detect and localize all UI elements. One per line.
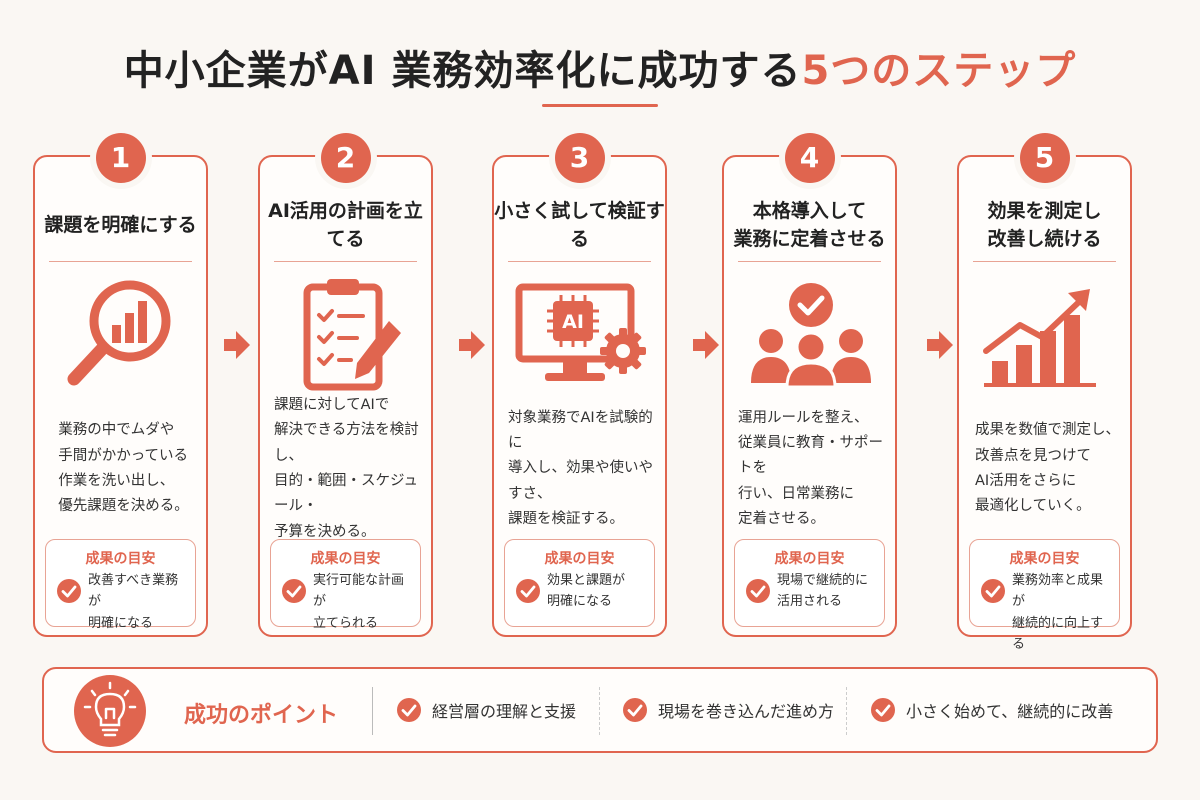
check-circle-icon [516, 579, 540, 603]
step-title-1: 課題を明確にする [44, 214, 197, 237]
step-description-4: 運用ルールを整え、 従業員に教育・サポートを 行い、日常業務に 定着させる。 [738, 409, 883, 528]
step-title-4: 本格導入して 業務に定着させる [733, 200, 886, 250]
success-point-text-2: 現場を巻き込んだ進め方 [658, 702, 835, 721]
step-description-5: 成果を数値で測定し、 改善点を見つけて AI活用をさらに 最適化していく。 [975, 422, 1120, 515]
page-title-accent: 5つのステップ [801, 48, 1077, 94]
step-card-4: 4 本格導入して 業務に定着させる 運用ルールを整え、 従業員に教育・サポートを… [722, 133, 897, 637]
step-number-3: 3 [554, 133, 605, 183]
check-circle-icon [282, 579, 306, 603]
step-description-3: 対象業務でAIを試験的に 導入し、効果や使いやすさ、 課題を検証する。 [508, 409, 653, 528]
title-underline [542, 104, 658, 107]
arrow-right-icon [927, 331, 953, 359]
step-title-5: 効果を測定し 改善し続ける [987, 200, 1102, 250]
check-circle-icon [397, 698, 421, 722]
success-point-3: 小さく始めて、継続的に改善 [870, 697, 1113, 723]
result-label-2: 成果の目安 [310, 551, 381, 567]
result-text-1: 改善すべき業務が 明確になる [88, 573, 179, 631]
success-points-label: 成功のポイント [184, 703, 339, 728]
result-label-5: 成果の目安 [1009, 551, 1080, 567]
result-text-5: 業務効率と成果が 継続的に向上する [1012, 573, 1104, 653]
lightbulb-icon [83, 681, 137, 737]
separator [599, 687, 601, 735]
step-description-1: 業務の中でムダや 手間がかかっている 作業を洗い出し、 優先課題を決める。 [58, 422, 189, 515]
success-point-2: 現場を巻き込んだ進め方 [622, 697, 834, 723]
monitor-ai-label: AI [562, 311, 584, 333]
result-label-1: 成果の目安 [85, 551, 156, 567]
step-description-2: 課題に対してAIで 解決できる方法を検討し、 目的・範囲・スケジュール・ 予算を… [274, 396, 419, 540]
step-card-3: 3 小さく試して検証する AI 対象業務でAIを試験的に 導入し、効果や使いやす… [492, 133, 667, 637]
success-points-panel: 成功のポイント 経営層の理解と支援 現場を巻き込んだ進め方 小さく始めて、継続的… [42, 667, 1158, 753]
step-card-2: 2 AI活用の計画を立てる 課題に対してAIで 解決できる方法を検討し、 目的・… [258, 133, 433, 637]
check-circle-icon [623, 698, 647, 722]
result-label-3: 成果の目安 [544, 551, 615, 567]
check-circle-icon [871, 698, 895, 722]
success-point-1: 経営層の理解と支援 [396, 697, 576, 723]
arrow-right-icon [459, 331, 485, 359]
arrow-right-icon [224, 331, 250, 359]
separator [846, 687, 848, 735]
growth-chart-icon [983, 289, 1096, 387]
magnifier-chart-icon [67, 280, 171, 386]
step-number-5: 5 [1019, 133, 1070, 183]
result-text-2: 実行可能な計画が 立てられる [313, 573, 405, 631]
step-divider [49, 261, 192, 262]
success-point-text-3: 小さく始めて、継続的に改善 [906, 702, 1114, 721]
step-divider [973, 261, 1116, 262]
result-box-3: 成果の目安 効果と課題が 明確になる [504, 539, 655, 627]
result-text-4: 現場で継続的に 活用される [777, 573, 869, 610]
team-check-icon [751, 283, 871, 389]
page-title-main: 中小企業がAI 業務効率化に成功する [123, 48, 802, 94]
separator [372, 687, 373, 735]
step-divider [738, 261, 881, 262]
arrow-right-icon [693, 331, 719, 359]
step-title-3: 小さく試して検証する [494, 200, 665, 250]
result-box-2: 成果の目安 実行可能な計画が 立てられる [270, 539, 421, 631]
step-card-5: 5 効果を測定し 改善し続ける 成果を数値で測定し、 改善点を見つけて AI活用… [957, 133, 1132, 652]
clipboard-pencil-icon [303, 279, 401, 391]
step-card-1: 1 課題を明確にする 業務の中でムダや 手間がかかっている 作業を洗い出し、 優… [33, 133, 208, 637]
result-box-4: 成果の目安 現場で継続的に 活用される [734, 539, 885, 627]
step-divider [508, 261, 651, 262]
result-text-3: 効果と課題が 明確になる [547, 573, 626, 610]
step-number-1: 1 [95, 133, 146, 183]
success-point-text-1: 経営層の理解と支援 [432, 702, 577, 721]
step-divider [274, 261, 417, 262]
check-circle-icon [746, 579, 770, 603]
result-box-5: 成果の目安 業務効率と成果が 継続的に向上する [969, 539, 1120, 652]
step-number-4: 4 [784, 133, 835, 183]
check-circle-icon [57, 579, 81, 603]
step-title-2: AI活用の計画を立てる [268, 200, 423, 250]
check-circle-icon [981, 579, 1005, 603]
result-label-4: 成果の目安 [774, 551, 845, 567]
result-box-1: 成果の目安 改善すべき業務が 明確になる [45, 539, 196, 631]
page-title: 中小企業がAI 業務効率化に成功する5つのステップ [0, 38, 1200, 96]
lightbulb-icon-badge [74, 675, 146, 747]
step-number-2: 2 [320, 133, 371, 183]
monitor-ai-gear-icon: AI [515, 283, 646, 381]
